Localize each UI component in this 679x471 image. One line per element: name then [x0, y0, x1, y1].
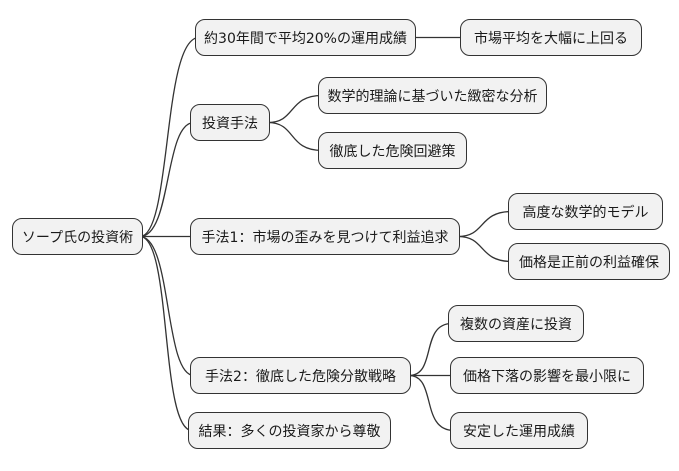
- edge-root-branch1: [139, 36, 200, 238]
- node-minimize-price-drop: 価格下落の影響を最小限に: [450, 357, 644, 394]
- node-beats-market: 市場平均を大幅に上回る: [460, 19, 642, 56]
- node-investment-method: 投資手法: [190, 104, 270, 141]
- node-result-respect: 結果：多くの投資家から尊敬: [188, 412, 391, 449]
- node-method1: 手法1：市場の歪みを見つけて利益追求: [190, 218, 460, 255]
- edge-branch2-child2: [267, 121, 323, 152]
- edge-branch3-child1: [457, 210, 513, 238]
- node-multiple-assets: 複数の資産に投資: [448, 305, 584, 342]
- edge-root-branch5: [139, 235, 193, 432]
- node-risk-avoidance: 徹底した危険回避策: [318, 132, 467, 169]
- node-root: ソープ氏の投資術: [12, 218, 143, 255]
- edge-root-branch4: [139, 235, 195, 377]
- node-math-model: 高度な数学的モデル: [508, 193, 663, 230]
- edge-root-branch2: [139, 121, 195, 238]
- edge-branch4-child1: [408, 322, 453, 377]
- edge-branch2-child1: [267, 94, 323, 124]
- node-stable-performance: 安定した運用成績: [450, 412, 588, 449]
- node-math-analysis: 数学的理論に基づいた緻密な分析: [318, 77, 547, 114]
- node-profit-before-correction: 価格是正前の利益確保: [508, 243, 670, 280]
- edge-branch4-child3: [408, 374, 455, 432]
- node-method2: 手法2：徹底した危険分散戦略: [190, 357, 411, 394]
- node-performance: 約30年間で平均20%の運用成績: [195, 19, 416, 56]
- edge-branch3-child2: [457, 235, 513, 263]
